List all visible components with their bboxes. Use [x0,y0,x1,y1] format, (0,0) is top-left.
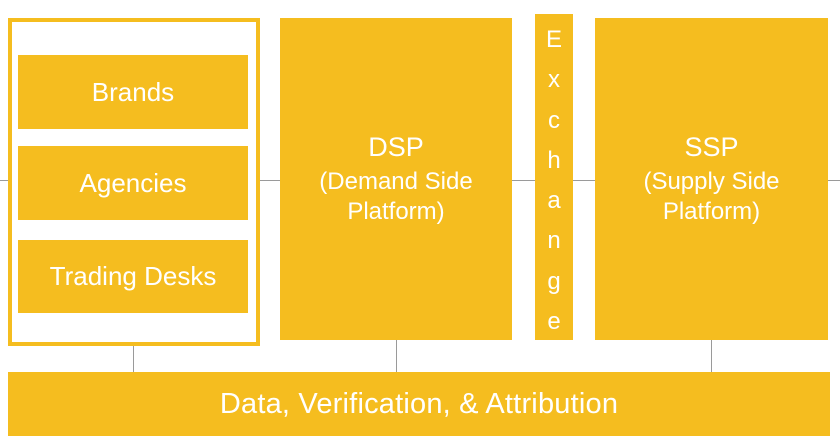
client-label: Agencies [79,167,187,198]
client-label: Trading Desks [49,261,217,291]
client-box-agencies: Agencies [18,146,248,220]
connector-line [573,180,595,181]
connector-line [260,180,280,181]
client-box-brands: Brands [18,55,248,129]
client-label: Brands [91,76,175,107]
ssp-box: SSP (Supply Side Platform) [595,18,828,340]
connector-line [0,180,8,181]
client-box-trading-desks: Trading Desks [18,240,248,313]
exchange-letter: x [548,66,560,94]
dsp-title: DSP [368,132,424,162]
connector-line [133,346,134,372]
exchange-letter: a [547,187,561,215]
exchange-letter: g [547,267,561,295]
exchange-box: E x c h a n g e [535,14,573,340]
exchange-letter: c [548,106,560,134]
footer-label: Data, Verification, & Attribution [219,387,619,420]
connector-line [828,180,840,181]
connector-line [396,340,397,372]
data-verification-attribution-bar: Data, Verification, & Attribution [8,372,830,436]
exchange-letter: n [547,227,561,255]
dsp-subtitle: (Demand Side Platform) [319,167,473,226]
exchange-letter: E [545,26,562,53]
connector-line [711,340,712,372]
ssp-title: SSP [684,132,739,162]
exchange-letter: e [547,307,561,335]
exchange-letter: h [547,146,561,174]
dsp-box: DSP (Demand Side Platform) [280,18,512,340]
ssp-subtitle: (Supply Side Platform) [643,167,780,226]
connector-line [512,180,535,181]
